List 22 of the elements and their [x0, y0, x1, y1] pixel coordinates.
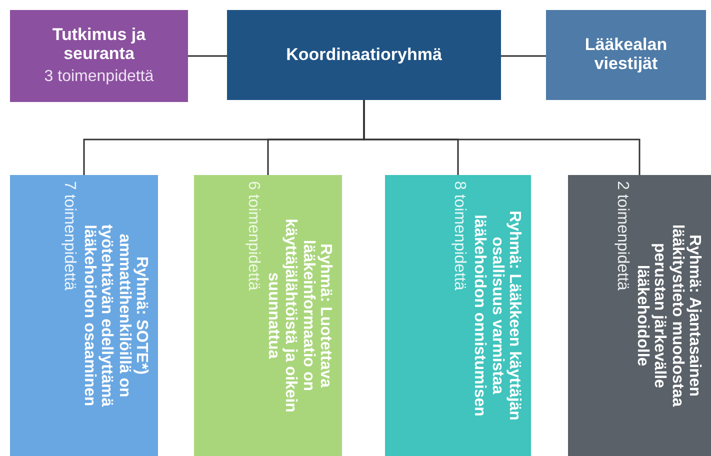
group-title: Ryhmä: Ajantasainen lääkitystieto muodostaa perustan järkevälle lääkehoidolle [634, 223, 703, 409]
group-box [227, 10, 501, 100]
connector-line [188, 55, 227, 57]
action-count: 7 toimenpidettä [60, 181, 79, 290]
group-box [10, 10, 188, 102]
action-count: 6 toimenpidettä [244, 181, 263, 290]
action-count: 8 toimenpidettä [450, 181, 470, 290]
group-box [568, 175, 711, 456]
connector-line [363, 100, 640, 175]
action-count: 2 toimenpidettä [612, 181, 632, 290]
group-title: Lääkealan viestijät [584, 36, 668, 74]
group-box [546, 10, 706, 100]
group-box [194, 175, 342, 456]
group-title: Tutkimus ja seuranta [51, 26, 147, 64]
connector-line [501, 55, 546, 57]
group-title: Ryhmä: Luotettava lääkeinformaatio on käyttäjälähtöistä ja oikein suunnattua [264, 218, 334, 414]
action-count: 3 toimenpidettä [43, 66, 155, 86]
group-title: Ryhmä: Lääkkeen käyttäjän osallisuus varmistaa lääkehoidon onnistumisen [471, 210, 523, 422]
group-title: Koordinaatioryhmä [285, 46, 443, 64]
group-title: Ryhmä: SOTE*) ammattihenkilöillä on työtehtävän edellyttämä lääkehoidon osaaminen [80, 223, 150, 409]
group-box [385, 175, 531, 456]
group-box [10, 175, 158, 456]
